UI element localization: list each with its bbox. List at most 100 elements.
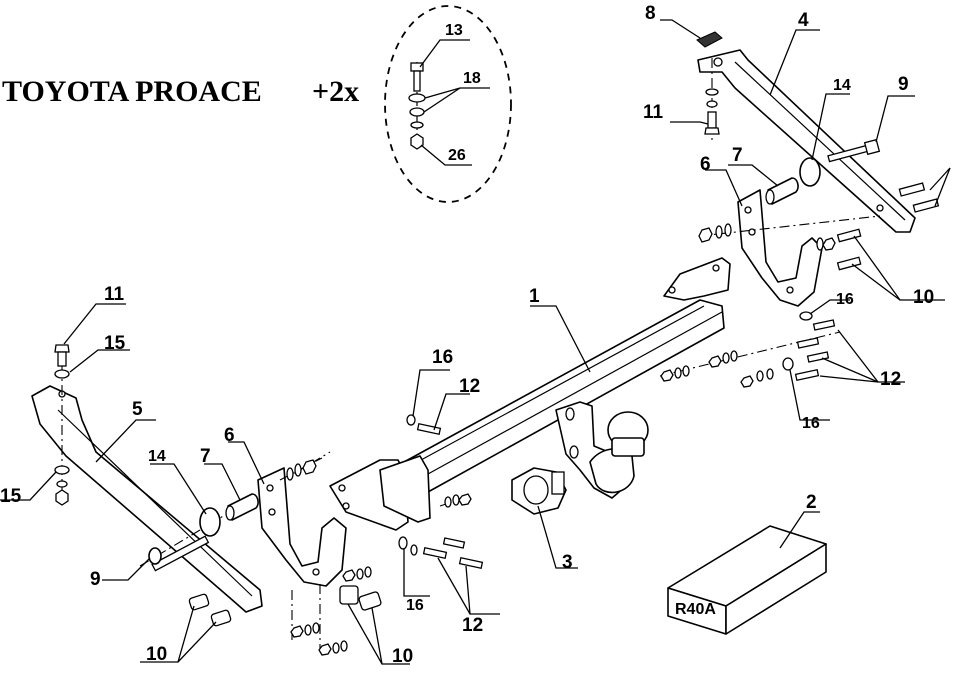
towball-collar bbox=[611, 437, 645, 457]
hardware-left-lower: 10 10 16 12 bbox=[140, 536, 500, 667]
part-1-crossbar: 1 bbox=[329, 257, 731, 531]
callout-5: 5 bbox=[132, 399, 143, 420]
washer-11r-a bbox=[705, 88, 719, 96]
plate-right-hole-b bbox=[712, 264, 720, 272]
callout-1: 1 bbox=[529, 286, 540, 307]
washer-l6 bbox=[340, 640, 348, 652]
part-7-right: 7 bbox=[728, 145, 799, 205]
leader-11-right bbox=[670, 121, 709, 125]
inset-oval bbox=[384, 5, 512, 203]
washer-16l bbox=[398, 536, 408, 550]
washer-r2 bbox=[724, 223, 732, 237]
callout-2: 2 bbox=[806, 492, 817, 513]
part-11-right: 11 bbox=[643, 58, 720, 140]
arm-4-hole bbox=[713, 57, 723, 67]
side-arm-4 bbox=[697, 49, 916, 233]
part-2-box: R40A 2 bbox=[667, 492, 827, 635]
bracket-6l-hole-c bbox=[312, 568, 320, 576]
leader-8 bbox=[660, 19, 701, 39]
washer-c2 bbox=[452, 494, 460, 506]
leader-4 bbox=[769, 29, 820, 96]
callout-6-right: 6 bbox=[700, 154, 711, 175]
crossbar-plate-left-b bbox=[379, 455, 431, 523]
plate-right-hole-a bbox=[668, 286, 676, 294]
nut-r2 bbox=[822, 237, 836, 251]
bracket-6l-hole-a bbox=[266, 484, 274, 492]
crossbar-edge-a bbox=[409, 305, 705, 467]
bracket-6r-hole-b bbox=[748, 228, 756, 236]
leader-6-left bbox=[228, 441, 265, 485]
callout-7-right: 7 bbox=[732, 145, 743, 166]
leader-top-right-b bbox=[934, 167, 951, 207]
part-4-right-arm: 4 bbox=[697, 10, 916, 233]
washer-11r-b bbox=[706, 100, 718, 108]
part-6-left: 6 bbox=[224, 425, 347, 587]
spacer-disc-14l bbox=[199, 507, 221, 537]
callout-7-left: 7 bbox=[200, 446, 211, 467]
callout-10-right: 10 bbox=[913, 287, 934, 308]
part-9-right: 9 bbox=[827, 74, 915, 163]
washer-r6 bbox=[722, 352, 730, 364]
nut-r4 bbox=[708, 355, 722, 368]
parts-left-spacers: 14 7 9 bbox=[90, 446, 331, 590]
callout-15-left-a: 15 bbox=[104, 333, 126, 354]
plate-left-hole-a bbox=[338, 484, 346, 492]
bolt-12r-b bbox=[796, 337, 820, 349]
neck-bolt-a bbox=[565, 407, 575, 421]
leader-12-right-b bbox=[821, 357, 879, 383]
callout-13: 13 bbox=[445, 22, 463, 39]
part-8-clip: 8 bbox=[645, 3, 723, 48]
washer-16c bbox=[406, 414, 416, 426]
hardware-inset: 13 18 26 bbox=[384, 5, 512, 203]
bolt-10r-a bbox=[836, 228, 862, 243]
callout-18: 18 bbox=[463, 70, 481, 87]
leader-15-left-b bbox=[0, 471, 57, 501]
multiplier-label: +2x bbox=[312, 75, 359, 108]
spacer-tube-7l-end bbox=[225, 505, 235, 521]
washer-18b bbox=[409, 107, 425, 117]
leader-2 bbox=[779, 511, 820, 549]
washer-l9 bbox=[410, 544, 418, 556]
callout-16-right-b: 16 bbox=[802, 415, 820, 432]
washer-15l-c bbox=[56, 480, 68, 488]
leader-14-left bbox=[150, 463, 207, 515]
bracket-6l-hole-b bbox=[268, 508, 276, 516]
leader-9-left bbox=[102, 557, 151, 581]
leader-16-right-a bbox=[809, 299, 850, 315]
box-label: R40A bbox=[675, 601, 716, 618]
bolt-11r-head bbox=[704, 127, 720, 135]
bolt-9l-head bbox=[148, 547, 162, 565]
washer-15l-b bbox=[54, 465, 70, 475]
leader-15-left-a bbox=[69, 349, 130, 373]
leader-12-right-c bbox=[819, 375, 879, 383]
washer-16r-a bbox=[799, 311, 813, 321]
nut-l2 bbox=[290, 625, 304, 638]
crossbar-edge-b bbox=[427, 311, 723, 475]
callout-14-left: 14 bbox=[148, 448, 166, 465]
washer-r3 bbox=[816, 237, 824, 251]
leader-12-center bbox=[433, 393, 470, 431]
bolt-11l-head bbox=[54, 344, 70, 353]
callout-9-left: 9 bbox=[90, 569, 101, 590]
part-3-socket-plate: 3 bbox=[511, 467, 578, 573]
bolt-10l-c bbox=[339, 585, 359, 605]
nut-15l bbox=[55, 489, 69, 506]
arm-4-hole-b bbox=[876, 204, 884, 212]
washer-l8 bbox=[364, 566, 372, 578]
leader-9-right bbox=[875, 95, 915, 143]
nut-r1 bbox=[698, 227, 713, 243]
spacer-tube-7l bbox=[227, 493, 259, 521]
washer-r9 bbox=[766, 368, 774, 380]
callout-9-right: 9 bbox=[898, 74, 909, 95]
leader-16-center bbox=[412, 369, 450, 417]
leader-top-right-a bbox=[929, 167, 951, 191]
bracket-6r bbox=[737, 189, 823, 307]
plate-left-hole-b bbox=[342, 502, 350, 510]
bolt-12c bbox=[416, 423, 442, 435]
towball-assembly bbox=[555, 401, 649, 499]
callout-14-right: 14 bbox=[833, 77, 851, 94]
callout-10-left: 10 bbox=[146, 644, 167, 665]
bolt-13-head bbox=[410, 62, 424, 72]
callout-6-left: 6 bbox=[224, 425, 235, 446]
leader-18b bbox=[423, 87, 461, 113]
